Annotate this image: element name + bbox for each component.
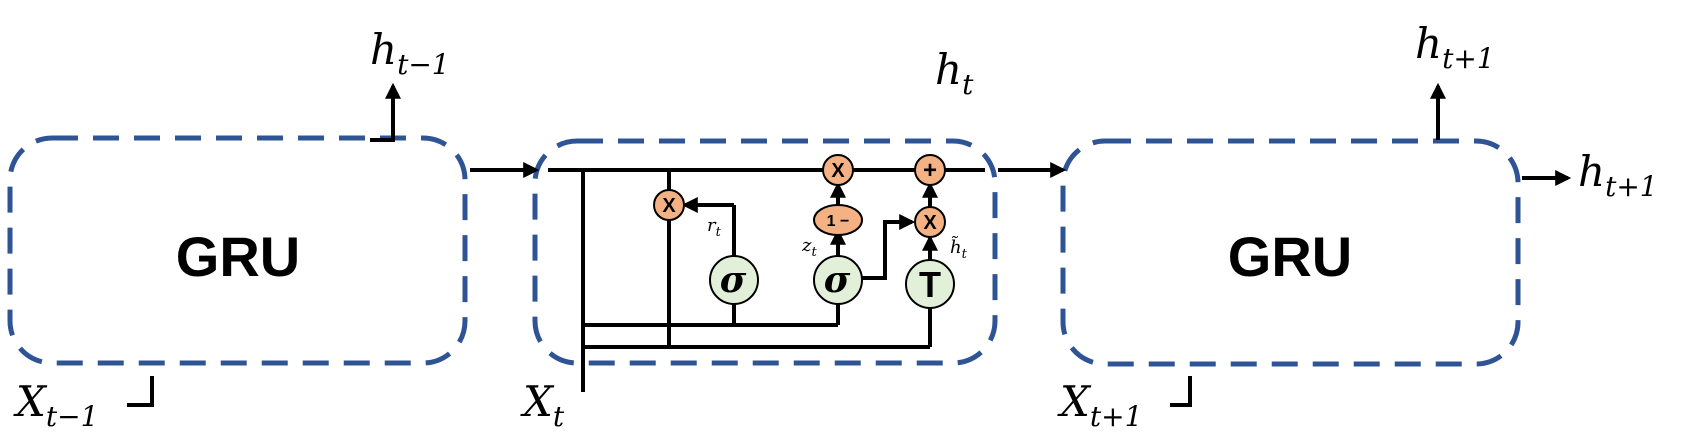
svg-text:σ: σ [720,259,747,301]
h-tilde-label: h̃t [950,235,968,262]
x-next-label: Xt+1 [1057,377,1142,433]
svg-text:X: X [662,195,676,217]
add-op: + [914,154,946,186]
one-minus-op: 1 − [813,204,863,236]
gru-cell-right [1060,138,1521,367]
svg-text:1 −: 1 − [827,213,850,230]
update-gate-sigma: σ [813,255,863,305]
z-t-label: zt [801,235,817,260]
svg-text:σ: σ [824,259,851,301]
h-t-label: ht [935,45,974,101]
x-prev-label: Xt−1 [13,377,98,433]
h-next-right-label: ht+1 [1578,147,1658,203]
update-to-candidate-mult-arrow [861,214,916,280]
update-multiply-op: X [822,154,854,186]
x-prev-input-arrow [127,376,154,407]
svg-text:T: T [919,264,941,305]
candidate-gate-tanh: T [905,259,955,309]
svg-text:X: X [923,212,937,234]
x-t-label: Xt [520,377,565,433]
reset-multiply-op: X [653,189,685,221]
reset-gate-sigma: σ [709,255,759,305]
x-next-input-arrow [1170,376,1192,407]
h-prev-label: ht−1 [370,25,450,81]
gru-cell-left [7,135,468,366]
svg-text:X: X [831,160,845,182]
h-next-top-label: ht+1 [1415,19,1495,75]
left-cell-title: GRU [176,225,300,288]
gru-cell-center [532,138,998,366]
right-cell-title: GRU [1228,225,1352,288]
svg-text:+: + [923,157,937,184]
r-t-label: rt [707,215,722,240]
candidate-multiply-op: X [914,206,946,238]
